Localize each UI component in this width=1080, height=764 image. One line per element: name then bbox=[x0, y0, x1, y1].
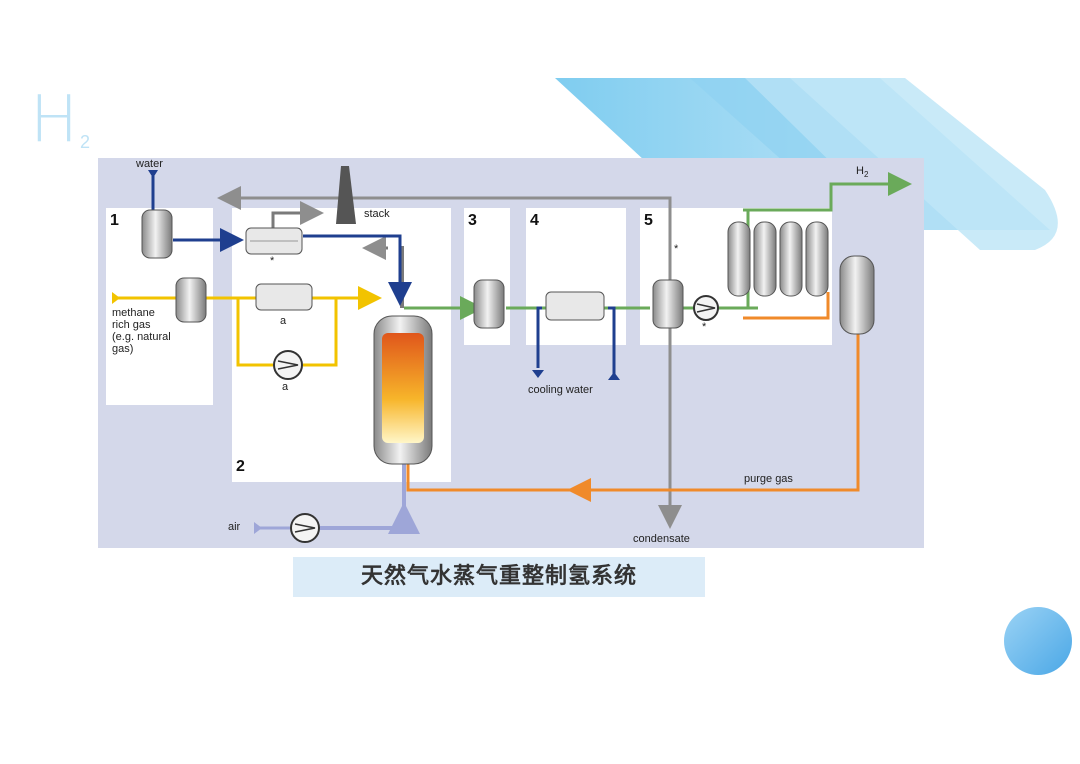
section-number-4: 4 bbox=[530, 212, 539, 229]
label-h2-main: H bbox=[856, 165, 864, 177]
label-cooling-water: cooling water bbox=[528, 384, 593, 396]
label-h2: H2 bbox=[856, 165, 869, 180]
decorative-circle bbox=[1004, 607, 1072, 675]
label-stack: stack bbox=[364, 208, 390, 220]
section-number-2: 2 bbox=[236, 458, 245, 475]
label-water: water bbox=[136, 158, 163, 170]
h2-logo: H 2 bbox=[30, 88, 90, 152]
section-number-1: 1 bbox=[110, 212, 119, 229]
label-purge-gas: purge gas bbox=[744, 473, 793, 485]
marker-a-compressor: a bbox=[282, 381, 289, 393]
label-condensate: condensate bbox=[633, 533, 690, 545]
marker-star-compressor: * bbox=[702, 321, 707, 333]
marker-star-exchanger: * bbox=[270, 255, 275, 267]
flow-lines bbox=[112, 166, 912, 543]
label-air: air bbox=[228, 521, 241, 533]
marker-a-exchanger: a bbox=[280, 315, 287, 327]
label-natural-gas-1: (e.g. natural bbox=[112, 331, 171, 343]
label-rich-gas: rich gas bbox=[112, 319, 151, 331]
label-methane: methane bbox=[112, 307, 155, 319]
process-diagram: 1 2 3 4 5 water stack methane rich gas (… bbox=[98, 158, 924, 548]
section-number-5: 5 bbox=[644, 212, 653, 229]
marker-star-vessel: * bbox=[674, 243, 679, 255]
label-h2-sub: 2 bbox=[863, 170, 869, 180]
section-number-3: 3 bbox=[468, 212, 477, 229]
logo-letter: H bbox=[30, 83, 79, 157]
diagram-caption: 天然气水蒸气重整制氢系统 bbox=[293, 557, 705, 597]
section-panel-4 bbox=[526, 208, 626, 345]
label-natural-gas-2: gas) bbox=[112, 343, 134, 355]
logo-subscript: 2 bbox=[80, 132, 91, 152]
